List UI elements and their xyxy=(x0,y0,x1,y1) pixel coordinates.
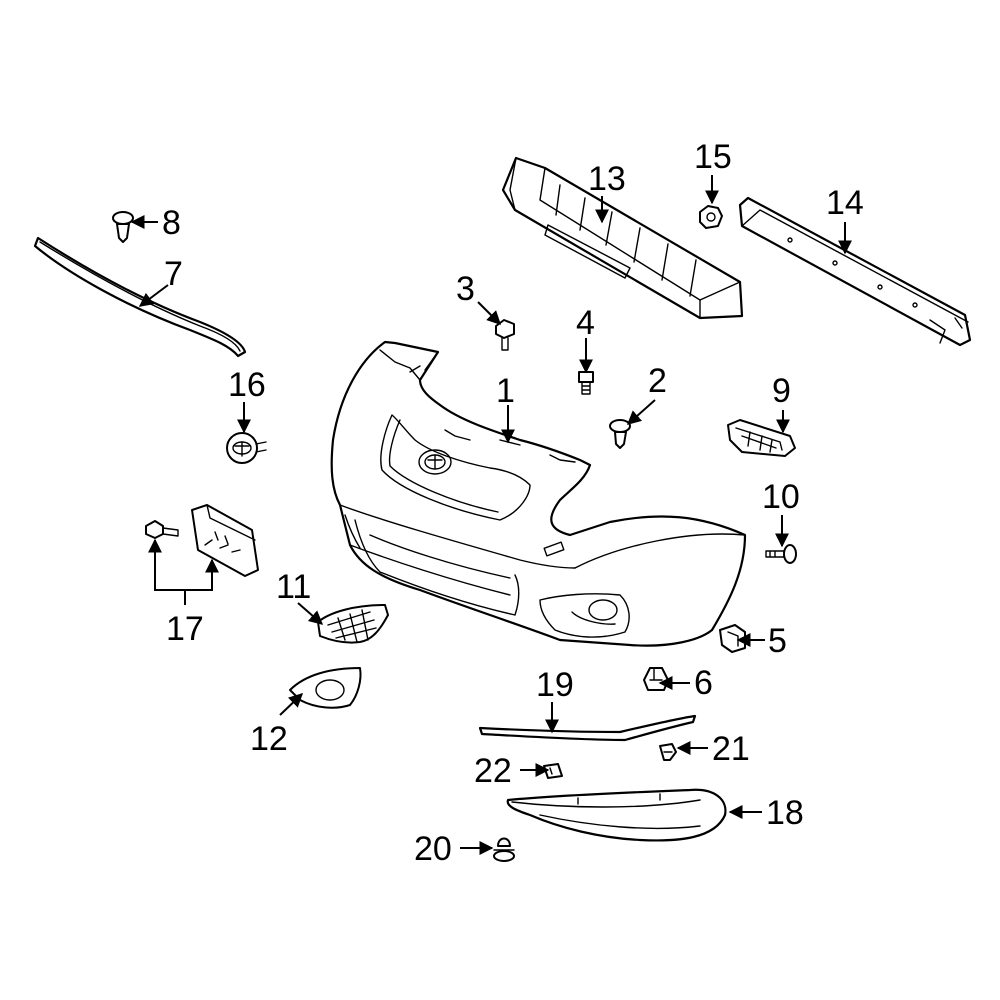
callout-4: 4 xyxy=(576,304,595,342)
callout-17: 17 xyxy=(166,610,204,648)
part-14-reinforcement-bar xyxy=(738,196,972,347)
callout-21: 21 xyxy=(712,730,750,768)
part-4-screw xyxy=(578,371,594,395)
part-18-lower-spoiler xyxy=(506,788,727,842)
part-16-emblem xyxy=(226,432,267,464)
part-7-molding-strip xyxy=(33,236,247,358)
callout-16: 16 xyxy=(228,366,266,404)
part-17-plate-bracket xyxy=(145,504,259,577)
callout-15: 15 xyxy=(694,138,732,176)
callout-9: 9 xyxy=(772,372,791,410)
part-8-clip xyxy=(112,211,134,243)
callout-3: 3 xyxy=(456,270,475,308)
callout-14: 14 xyxy=(826,184,864,222)
callout-11: 11 xyxy=(276,568,311,606)
part-20-push-clip xyxy=(493,837,515,862)
callout-labels: 1 2 3 4 5 6 7 8 9 10 11 12 13 14 15 16 1… xyxy=(162,138,864,868)
part-21-clip xyxy=(659,743,677,761)
callout-7: 7 xyxy=(164,255,183,293)
callout-20: 20 xyxy=(414,830,452,868)
callout-6: 6 xyxy=(694,664,713,702)
part-5-retainer xyxy=(719,624,746,653)
part-2-clip xyxy=(609,419,631,449)
part-19-lower-strip xyxy=(478,714,697,742)
callout-10: 10 xyxy=(762,478,800,516)
part-15-nut xyxy=(699,205,723,229)
callout-22: 22 xyxy=(474,752,512,790)
part-1-bumper-cover xyxy=(330,340,747,647)
callout-2: 2 xyxy=(648,362,667,400)
callout-5: 5 xyxy=(768,622,787,660)
part-3-bolt xyxy=(495,319,515,351)
part-11-grille-insert xyxy=(317,604,389,644)
callout-12: 12 xyxy=(250,720,288,758)
callout-19: 19 xyxy=(536,666,574,704)
part-13-energy-absorber xyxy=(501,156,744,320)
leader-lines xyxy=(130,175,852,855)
part-9-bracket xyxy=(727,419,796,457)
callout-13: 13 xyxy=(588,160,626,198)
callout-18: 18 xyxy=(766,794,804,832)
callout-8: 8 xyxy=(162,204,181,242)
callout-1: 1 xyxy=(496,372,515,410)
part-10-grommet xyxy=(765,544,797,564)
part-6-clip xyxy=(643,667,669,691)
part-12-fog-bezel xyxy=(289,667,362,709)
